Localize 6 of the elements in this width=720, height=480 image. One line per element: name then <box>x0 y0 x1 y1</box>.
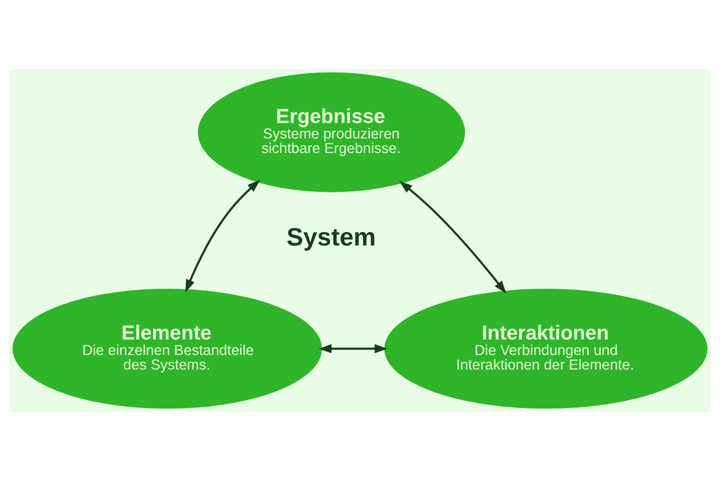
arrow <box>318 344 388 353</box>
label: System <box>286 223 376 252</box>
node-ellipse: Interaktionen Die Verbindungen und Interaktionen der Elemente. <box>384 288 708 408</box>
arrow <box>399 180 506 294</box>
node-ellipse: Elemente Die einzelnen Bestandteile des Systems. <box>12 288 322 408</box>
arrow <box>185 179 260 292</box>
